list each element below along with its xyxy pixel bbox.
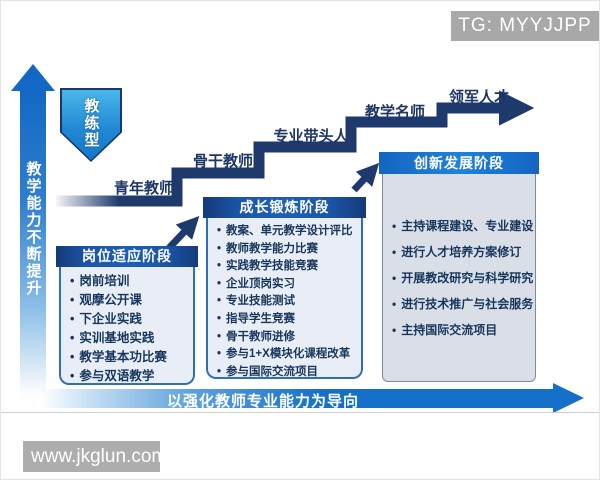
stair-label-backbone-teacher: 骨干教师 [192,153,253,170]
stage-title-growth: 成长锻炼阶段 [203,197,366,218]
left-axis-label: 教学能力不断提升 [24,161,42,297]
stage-item: 开展教改研究与科学研究 [388,265,533,291]
stair-label-professional-leader: 专业带头人 [273,128,349,145]
left-axis-arrowhead-icon [11,64,55,91]
stage-body-growth: 教案、单元教学设计评比教师教学能力比赛实践教学技能竞赛企业顶岗实习专业技能测试指… [206,218,363,379]
stage-item: 主持课程建设、专业建设 [388,213,533,239]
staircase-graphic [53,90,535,251]
stage-item: 教案、单元教学设计评比 [213,223,357,241]
stage-item: 参与双语教学 [66,367,189,386]
staircase-fade-tail [53,194,119,208]
stage-item-list-adaptation: 岗前培训观摩公开课下企业实践实训基地实践教学基本功比赛参与双语教学 [66,272,189,386]
stage-item: 观摩公开课 [66,291,189,310]
tg-badge: TG: MYYJJPP [451,11,599,41]
stair-label-master-teacher: 教学名师 [364,104,425,121]
stage-item: 专业技能测试 [213,293,357,311]
staircase-path [56,90,535,207]
watermark: www.jkglun.com [23,441,167,472]
stage-body-innovation: 主持课程建设、专业建设进行人才培养方案修订开展教改研究与科学研究进行技术推广与社… [382,174,536,382]
stage-item: 参与国际交流项目 [213,364,357,382]
diagonal-arrow-2 [351,162,380,193]
stage-item: 主持国际交流项目 [388,317,531,343]
stage-item: 进行技术推广与社会服务 [388,291,533,317]
stage-item-list-growth: 教案、单元教学设计评比教师教学能力比赛实践教学技能竞赛企业顶岗实习专业技能测试指… [213,223,357,381]
bottom-axis-label: 以强化教师专业能力为导向 [166,393,359,410]
stage-item: 下企业实践 [66,310,189,329]
diagonal-arrow-1 [166,215,200,251]
stage-item: 指导学生竞赛 [213,311,357,329]
stage-item: 实践教学技能竞赛 [213,258,357,276]
stage-box-adaptation: 岗位适应阶段 岗前培训观摩公开课下企业实践实训基地实践教学基本功比赛参与双语教学 [56,246,198,385]
stage-item: 参与1+X模块化课程改革 [213,346,357,364]
stage-item: 实训基地实践 [66,329,189,348]
stage-box-innovation: 创新发展阶段 主持课程建设、专业建设进行人才培养方案修订开展教改研究与科学研究进… [379,152,539,382]
stair-label-leading-talent: 领军人才 [448,89,509,106]
stage-box-growth: 成长锻炼阶段 教案、单元教学设计评比教师教学能力比赛实践教学技能竞赛企业顶岗实习… [203,197,366,379]
coach-type-label: 教练型 [82,98,100,149]
stage-item: 骨干教师进修 [213,329,357,347]
stage-title-innovation: 创新发展阶段 [379,152,539,174]
stair-label-young-teacher: 青年教师 [113,180,174,197]
stage-item: 教学基本功比赛 [66,348,189,367]
left-axis-arrow [20,89,46,406]
diagram-bottom-divider [1,412,599,413]
stage-item: 教师教学能力比赛 [213,241,357,259]
stage-item: 进行人才培养方案修订 [388,239,531,265]
stage-item: 岗前培训 [66,272,189,291]
stage-item-list-innovation: 主持课程建设、专业建设进行人才培养方案修订开展教改研究与科学研究进行技术推广与社… [388,213,533,343]
bottom-axis-arrowhead-icon [553,383,584,413]
stage-body-adaptation: 岗前培训观摩公开课下企业实践实训基地实践教学基本功比赛参与双语教学 [59,267,195,385]
stage-title-adaptation: 岗位适应阶段 [56,246,198,267]
stage-item: 企业顶岗实习 [213,276,357,294]
bottom-axis-arrow [41,389,553,408]
